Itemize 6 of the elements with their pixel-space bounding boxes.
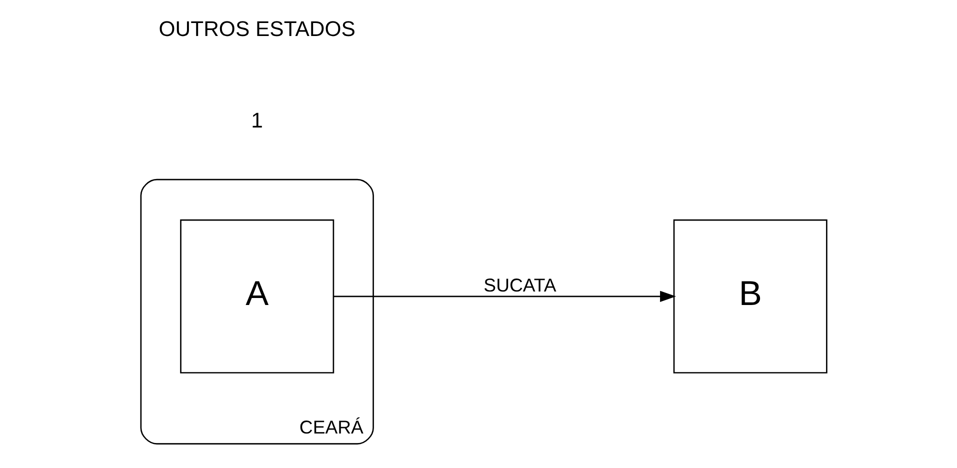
- label: OUTROS ESTADOS: [158, 16, 356, 41]
- label: 1: [251, 108, 264, 133]
- edge-label: SUCATA: [484, 274, 556, 296]
- node-box: B: [673, 219, 828, 374]
- node-box: A: [180, 219, 334, 374]
- arrow: [333, 290, 676, 302]
